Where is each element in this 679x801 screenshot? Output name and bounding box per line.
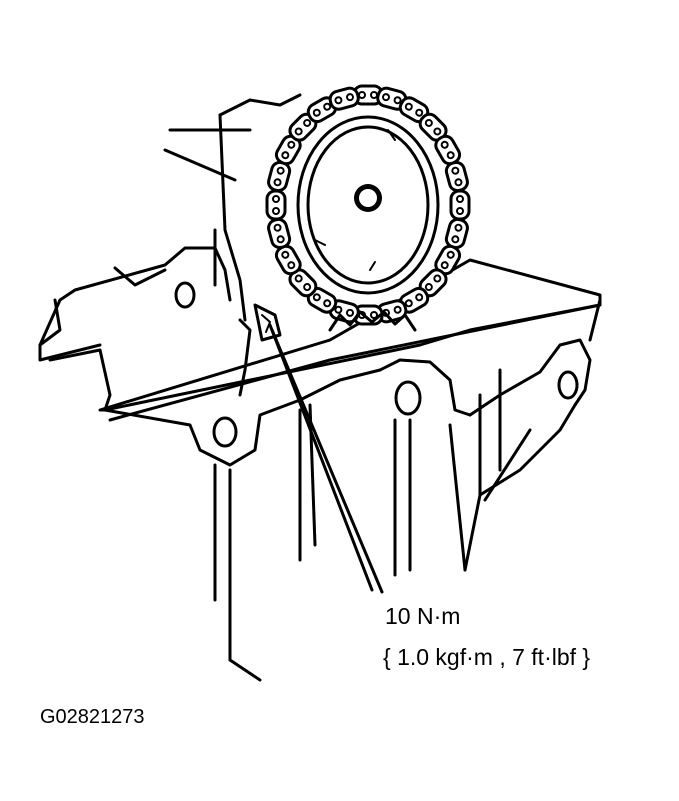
chain-link — [288, 268, 318, 298]
chain-link — [328, 86, 360, 111]
figure-id-label: G02821273 — [40, 706, 145, 728]
tensioner-bolt — [253, 303, 282, 342]
timing-chain — [265, 84, 471, 326]
bolt-hole-center — [394, 380, 422, 416]
bolt-hole-lower-left — [212, 416, 238, 448]
lower-sprocket — [328, 310, 417, 332]
bolt-hole-right — [557, 370, 579, 400]
chain-link — [444, 217, 469, 250]
callout-leader — [268, 323, 384, 594]
torque-value-label: 10 N·m — [385, 603, 461, 629]
chain-link — [376, 86, 408, 111]
bolt-hole-upper-left — [174, 281, 196, 309]
engine-block — [38, 93, 602, 682]
chain-link — [444, 160, 469, 193]
camshaft-sprocket — [296, 115, 440, 295]
chain-link — [449, 189, 471, 221]
chain-link — [265, 189, 287, 221]
torque-conversion-label: { 1.0 kgf·m , 7 ft·lbf } — [383, 644, 591, 670]
chain-link — [267, 160, 292, 193]
chain-link — [274, 134, 302, 166]
chain-link — [267, 217, 292, 250]
